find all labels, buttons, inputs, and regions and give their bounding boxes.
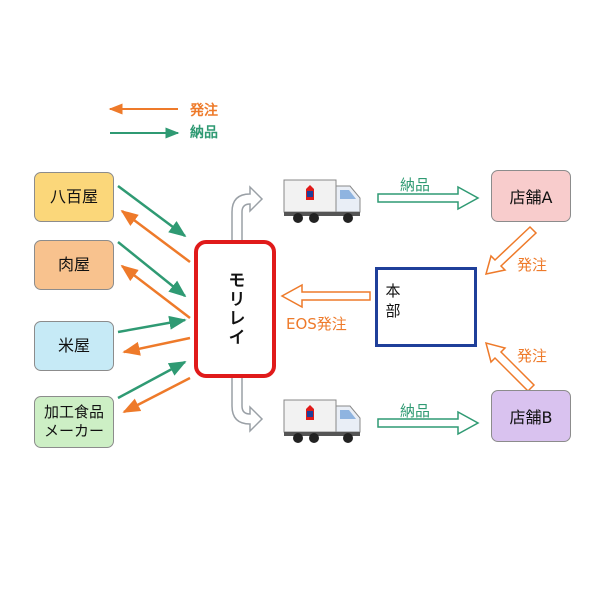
flow-label-deliver-top: 納品 bbox=[400, 176, 431, 194]
arrow-niku-deliver bbox=[117, 241, 187, 298]
store-a: 店舗A bbox=[491, 170, 571, 222]
curved-arrow-icon bbox=[231, 185, 264, 240]
legend-deliver-label: 納品 bbox=[190, 125, 218, 141]
deliver-store-b-arrow bbox=[377, 410, 480, 436]
arrow-kome-order bbox=[122, 336, 191, 356]
arrow-yaoya-deliver bbox=[117, 184, 187, 238]
supplier-label: 米屋 bbox=[57, 336, 90, 355]
arrow-kakou-order bbox=[122, 376, 191, 414]
hub-morirei: モリレイ bbox=[194, 240, 276, 378]
flow-label-eos-order: EOS発注 bbox=[286, 315, 347, 333]
arrow-kakou-deliver bbox=[117, 360, 187, 400]
eos-order-arrow bbox=[280, 283, 371, 309]
deliver-store-a-arrow bbox=[377, 185, 480, 211]
order-store-a-arrow bbox=[484, 225, 538, 275]
arrow-kome-deliver bbox=[117, 315, 187, 334]
store-label: 店舗B bbox=[509, 408, 553, 427]
hq-label: 本部 bbox=[385, 282, 401, 320]
order-store-b-arrow bbox=[484, 341, 536, 393]
truck-icon bbox=[283, 179, 361, 223]
supplier-yaoya: 八百屋 bbox=[34, 172, 114, 222]
supplier-label: 肉屋 bbox=[57, 255, 90, 274]
flow-label-order-bottom: 発注 bbox=[517, 347, 548, 365]
store-label: 店舗A bbox=[509, 188, 553, 207]
supplier-kakou: 加工食品 メーカー bbox=[34, 396, 114, 448]
supplier-kome: 米屋 bbox=[34, 321, 114, 371]
arrow-yaoya-order bbox=[120, 209, 191, 263]
curved-arrow-icon bbox=[231, 378, 264, 433]
truck-icon bbox=[283, 399, 361, 443]
supplier-label: 八百屋 bbox=[49, 187, 98, 206]
flow-label-deliver-bottom: 納品 bbox=[400, 402, 431, 420]
supplier-niku: 肉屋 bbox=[34, 240, 114, 290]
flow-label-order-top: 発注 bbox=[517, 256, 548, 274]
arrow-niku-order bbox=[120, 264, 191, 319]
supplier-label: 加工食品 メーカー bbox=[43, 403, 104, 440]
hub-label: モリレイ bbox=[224, 271, 245, 347]
store-b: 店舗B bbox=[491, 390, 571, 442]
legend-order-label: 発注 bbox=[190, 103, 218, 119]
headquarters: 本部 bbox=[375, 267, 477, 347]
